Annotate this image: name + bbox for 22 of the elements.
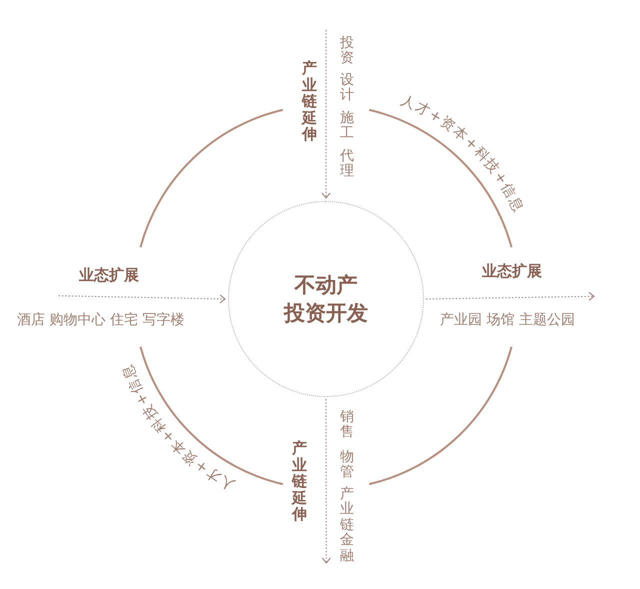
item-label: 产业链金融: [340, 487, 354, 564]
item-label: 物管: [340, 450, 354, 481]
item-label: 代理: [340, 149, 354, 180]
dotted-arrow: [426, 292, 594, 301]
item-label: 投资: [340, 36, 354, 67]
arc-label: 人才+资本+科技+信息: [398, 92, 527, 216]
center-circle: [228, 201, 424, 397]
section-heading: 产业链延伸: [302, 60, 317, 142]
section-heading: 业态扩展: [79, 268, 139, 283]
item-label: 酒店 购物中心 住宅 写字楼: [17, 313, 184, 327]
arc-label: 人才+资本+科技+信息: [119, 360, 238, 493]
item-label: 产业园 场馆 主题公园: [440, 313, 575, 327]
item-label: 销售: [340, 410, 354, 441]
dotted-arrow: [322, 30, 330, 198]
item-label: 设计: [340, 73, 354, 104]
dotted-arrow: [322, 398, 331, 564]
section-heading: 业态扩展: [482, 264, 542, 279]
item-label: 施工: [340, 111, 354, 142]
dotted-arrow: [58, 294, 226, 304]
section-heading: 产业链延伸: [292, 440, 307, 522]
center-title: 投资开发: [284, 300, 368, 327]
center-title: 不动产: [294, 272, 358, 299]
